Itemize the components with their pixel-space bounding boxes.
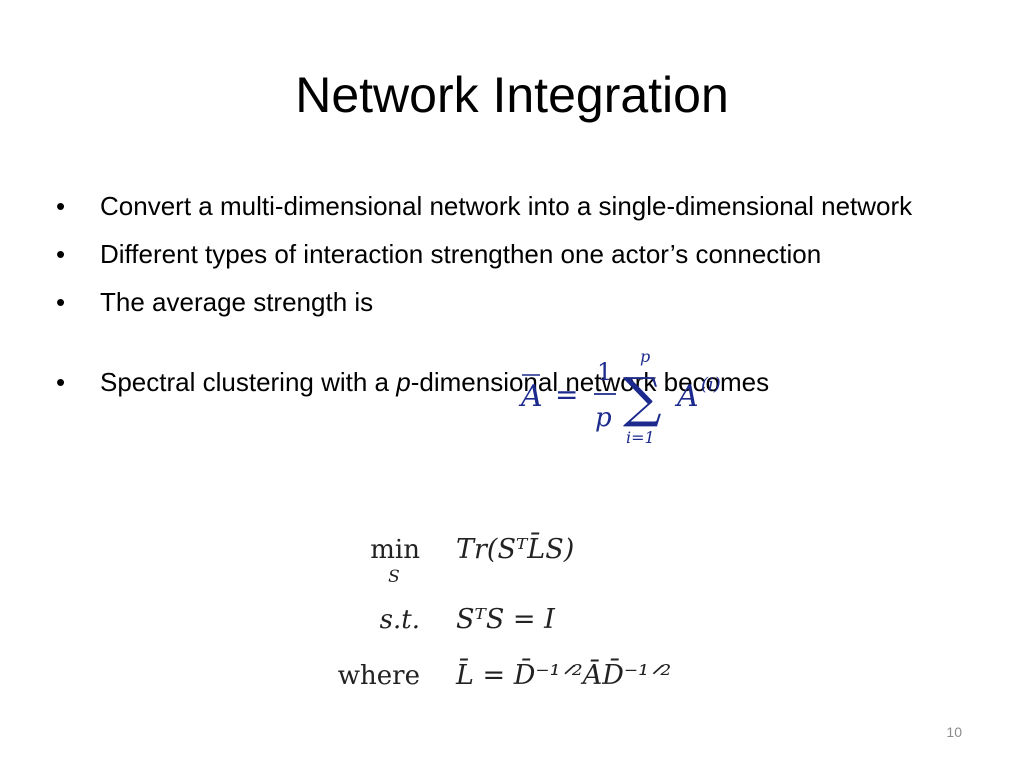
bullet-average-strength: The average strength is [56, 282, 936, 322]
st-label: s.t. [380, 605, 420, 635]
avg-sum-top: p [640, 347, 650, 366]
bullet-interaction-types: Different types of interaction strengthe… [56, 234, 936, 274]
avg-equals: = [555, 378, 578, 411]
average-strength-formula: A = 1 p p ∑ i=1 A (i) [518, 347, 721, 447]
avg-lhs: A [518, 379, 543, 414]
avg-sum-bottom: i=1 [626, 428, 655, 447]
where-label: where [338, 661, 420, 691]
slide-title: Network Integration [295, 67, 729, 123]
avg-term-superscript: (i) [701, 374, 721, 395]
bullet-convert: Convert a multi-dimensional network into… [56, 186, 936, 226]
bullet-spectral-clustering: Spectral clustering with a p-dimensional… [56, 362, 936, 402]
sum-symbol: ∑ [623, 366, 662, 429]
bullet-spectral-p: p [396, 367, 411, 397]
spectral-clustering-formula: min S Tr(SᵀL̄S) s.t. SᵀS = I where L̄ = … [338, 531, 671, 691]
avg-term: A [674, 379, 699, 414]
bullet-list: Convert a multi-dimensional network into… [56, 186, 936, 410]
constraint-expression: SᵀS = I [456, 604, 556, 635]
laplacian-expression: L̄ = D̄⁻¹ᐟ²ĀD̄⁻¹ᐟ² [455, 657, 671, 691]
min-label: min [370, 535, 420, 565]
page-number: 10 [946, 724, 962, 740]
avg-denominator: p [595, 403, 612, 433]
avg-numerator: 1 [597, 358, 612, 386]
bullet-spectral-post: -dimensional network becomes [410, 367, 770, 397]
objective-expression: Tr(SᵀL̄S) [456, 531, 574, 565]
bullet-spectral-pre: Spectral clustering with a [100, 367, 397, 397]
min-subscript: S [388, 567, 400, 587]
